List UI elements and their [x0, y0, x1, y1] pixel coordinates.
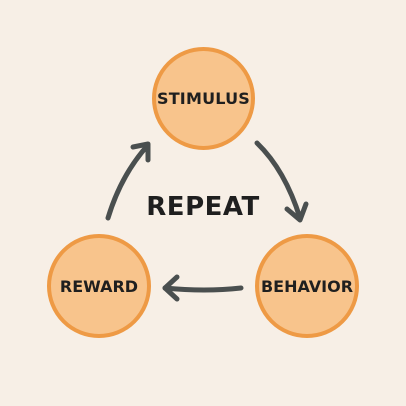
arrow-behavior-to-reward — [162, 274, 244, 302]
node-reward-label: REWARD — [59, 276, 139, 296]
node-behavior-label: BEHAVIOR — [260, 276, 354, 296]
node-stimulus: STIMULUS — [152, 47, 255, 150]
arrow-reward-to-stimulus — [105, 141, 151, 221]
center-label: REPEAT — [146, 192, 260, 222]
node-reward: REWARD — [47, 234, 151, 338]
arrow-stimulus-to-behavior — [254, 140, 309, 223]
node-stimulus-label: STIMULUS — [156, 89, 251, 108]
node-behavior: BEHAVIOR — [255, 234, 359, 338]
